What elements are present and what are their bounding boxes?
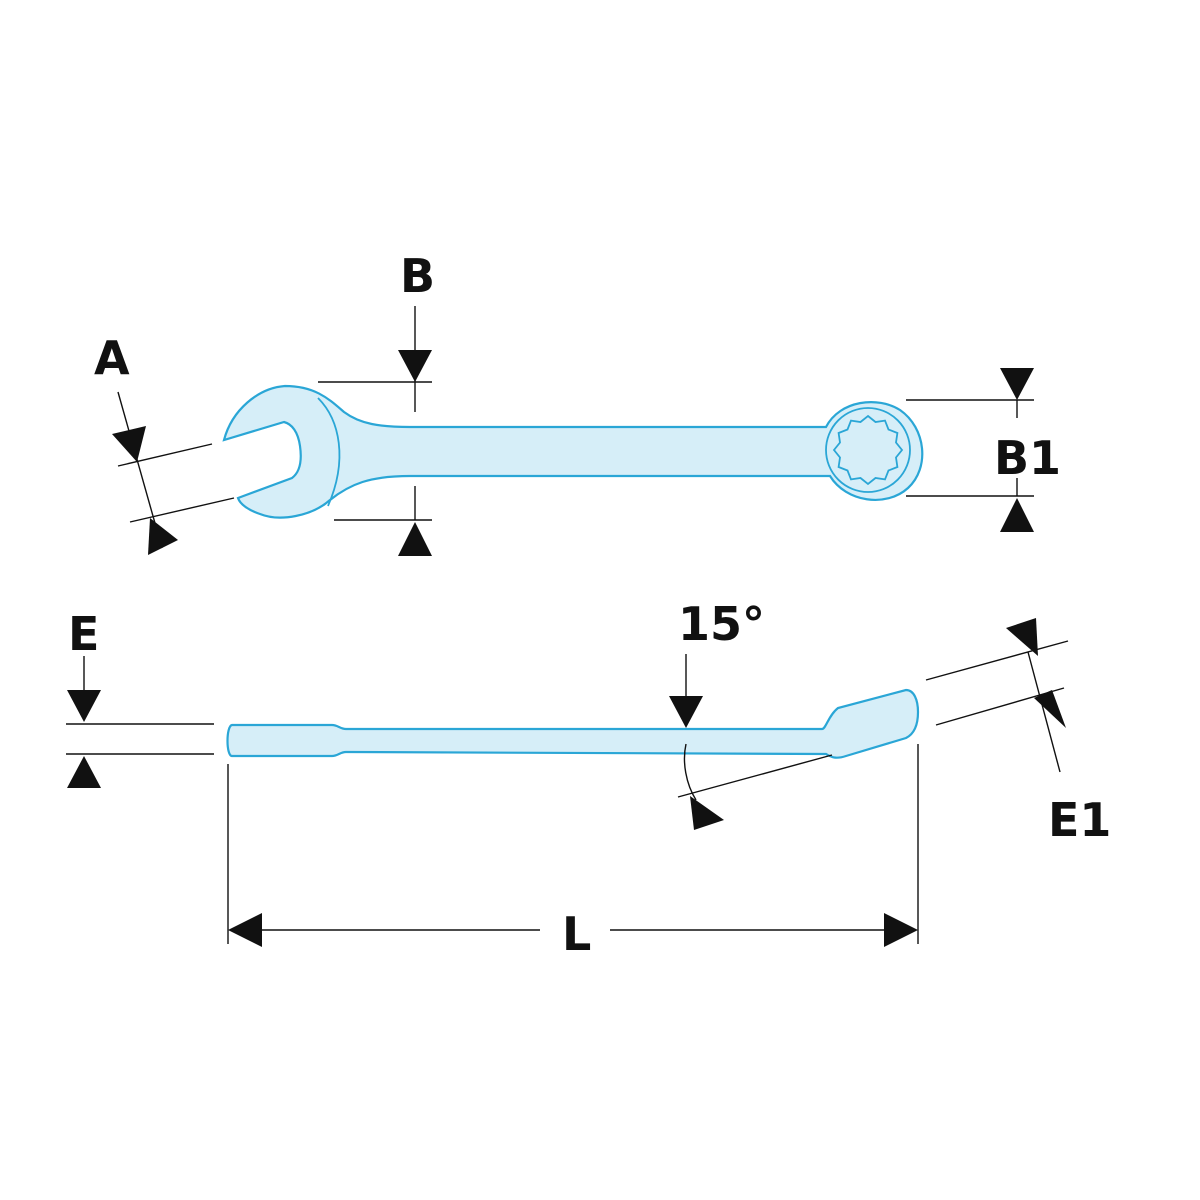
open-end-head-curve [317,397,341,507]
dimension-angle: 15° [669,597,833,830]
label-E: E [68,607,99,661]
arrow-E1-bottom [1034,690,1066,728]
ring-inner-circle [825,407,911,493]
label-E1: E1 [1048,793,1111,847]
dimension-A: A [94,331,235,555]
label-A: A [94,331,130,385]
wrench-top-body [222,384,924,519]
arrow-angle-top [669,696,703,728]
arrow-L-right [884,913,918,947]
wrench-side-view [226,688,920,759]
arrow-E1-top [1006,618,1038,656]
label-L: L [562,907,591,961]
wrench-top-view [222,384,924,519]
arrow-angle-bottom [690,796,724,830]
dimension-L: L [227,744,919,961]
arrow-A-bottom [148,518,178,555]
arrow-E-bottom [67,756,101,788]
dimension-B: B [318,249,435,556]
arrow-L-left [228,913,262,947]
arrow-A-top [112,426,146,462]
wrench-side-body [226,688,920,759]
arrow-B1-top [1000,368,1034,400]
ring-twelve-point-opening [832,414,904,486]
dimension-E: E [66,607,214,788]
arrow-B1-bottom [1000,498,1034,532]
arrow-B-top [398,350,432,382]
label-B1: B1 [994,431,1061,485]
dimension-B1: B1 [906,368,1061,532]
label-B: B [400,249,435,303]
arrow-B-bottom [398,522,432,556]
label-angle: 15° [678,597,765,651]
dimension-E1: E1 [925,618,1111,847]
arrow-E-top [67,690,101,722]
